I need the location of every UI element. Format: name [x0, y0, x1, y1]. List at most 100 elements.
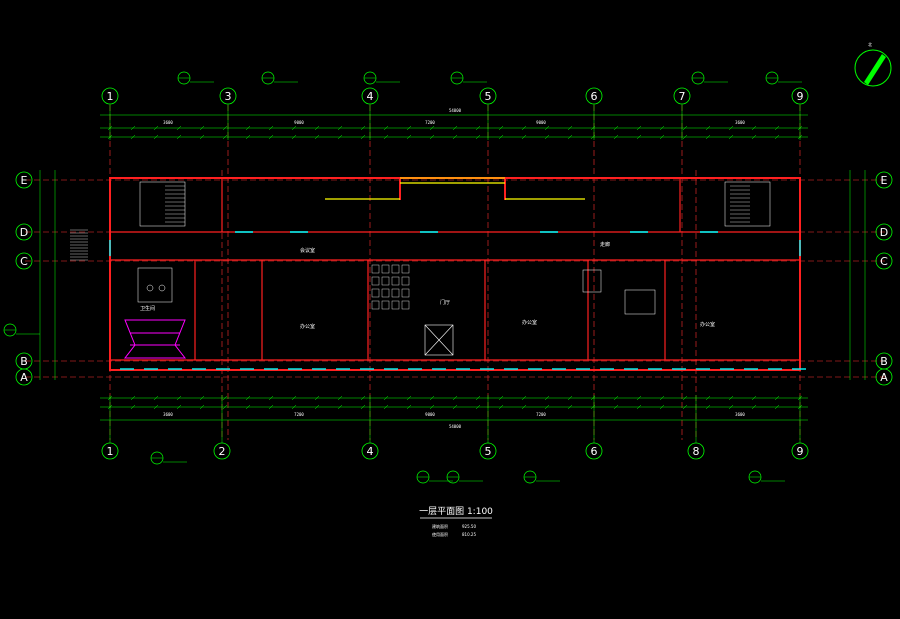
dim-tick — [774, 404, 780, 410]
seat — [401, 300, 410, 310]
seat — [381, 300, 390, 310]
axis-bottom-2-label: 2 — [219, 445, 226, 458]
room-label-6: 卫生间 — [140, 305, 155, 312]
legend-value-1: 925.50 — [462, 524, 476, 529]
top-seg-dim-4: 3600 — [735, 120, 745, 125]
dim-tick — [153, 125, 159, 131]
dim-tick — [176, 395, 182, 401]
dim-tick — [222, 395, 228, 401]
dim-tick — [498, 125, 504, 131]
dim-tick — [360, 404, 366, 410]
axis-bottom-5: 5 — [479, 442, 497, 460]
dim-tick — [590, 395, 596, 401]
seat — [371, 264, 380, 274]
axis-left-C-label: C — [20, 255, 28, 268]
axis-left-A-circle — [15, 368, 33, 386]
dim-tick — [452, 125, 458, 131]
axis-right-D-label: D — [880, 226, 888, 239]
axis-left-E-circle — [15, 171, 33, 189]
bottom-total-dim: 54000 — [449, 424, 462, 429]
axis-right-A-circle — [875, 368, 893, 386]
dim-tick — [521, 404, 527, 410]
axis-bottom-5-label: 5 — [485, 445, 492, 458]
dim-tick — [383, 125, 389, 131]
toilet-room-right-icon — [582, 269, 656, 315]
axis-right-C: C — [875, 252, 893, 270]
dim-tick — [291, 134, 297, 140]
dim-tick — [360, 125, 366, 131]
detail-callouts — [3, 71, 802, 484]
axis-right-E: E — [875, 171, 893, 189]
dimension-ticks — [107, 125, 803, 410]
seat — [401, 288, 410, 298]
dim-tick — [682, 404, 688, 410]
dim-tick — [337, 404, 343, 410]
dim-tick — [314, 125, 320, 131]
drawing-title: 一层平面图 1:100 — [419, 506, 493, 517]
dim-tick — [774, 134, 780, 140]
axis-bottom-9-circle — [791, 442, 809, 460]
dim-tick — [245, 134, 251, 140]
axis-left-E: E — [15, 171, 33, 189]
dim-tick — [360, 395, 366, 401]
axis-right-D-circle — [875, 223, 893, 241]
room-label-2: 会议室 — [300, 247, 315, 254]
bottom-seg-dim-0: 3600 — [163, 412, 173, 417]
dim-tick — [176, 404, 182, 410]
dim-tick — [130, 395, 136, 401]
dim-tick — [337, 134, 343, 140]
seat — [381, 264, 390, 274]
room-label-7: 走廊 — [600, 241, 610, 248]
axis-top-7-circle — [673, 87, 691, 105]
axis-top-3-circle — [219, 87, 237, 105]
dim-tick — [199, 404, 205, 410]
seat — [381, 288, 390, 298]
north-label: 北 — [868, 41, 872, 47]
dim-tick — [176, 125, 182, 131]
top-seg-dim-3: 9000 — [536, 120, 546, 125]
room-label-3: 门厅 — [440, 299, 450, 306]
dim-tick — [153, 395, 159, 401]
dim-tick — [590, 134, 596, 140]
axis-right-D: D — [875, 223, 893, 241]
dim-tick — [590, 125, 596, 131]
dim-tick — [728, 395, 734, 401]
room-label-5: 办公室 — [700, 321, 715, 328]
axis-top-9-circle — [791, 87, 809, 105]
dimension-lines — [39, 114, 866, 421]
axis-right-A: A — [875, 368, 893, 386]
axis-bottom-8-circle — [687, 442, 705, 460]
restroom-fixtures — [123, 319, 187, 359]
dim-tick — [544, 404, 550, 410]
dim-tick — [475, 395, 481, 401]
dim-tick — [728, 125, 734, 131]
dim-tick — [567, 395, 573, 401]
seat — [371, 288, 380, 298]
stair-left-treads — [165, 185, 185, 223]
dim-tick — [498, 404, 504, 410]
axis-left-A-label: A — [20, 371, 28, 384]
axis-bubbles-right: E DC BA — [875, 171, 893, 386]
dim-tick — [636, 134, 642, 140]
axis-top-6: 6 — [585, 87, 603, 105]
axis-left-D: D — [15, 223, 33, 241]
dim-tick — [751, 404, 757, 410]
dim-tick — [475, 125, 481, 131]
dim-tick — [429, 125, 435, 131]
seat — [401, 276, 410, 286]
axis-top-1: 1 — [101, 87, 119, 105]
axis-bottom-6-circle — [585, 442, 603, 460]
seat — [401, 264, 410, 274]
dim-tick — [429, 395, 435, 401]
room-label-4: 办公室 — [522, 319, 537, 326]
axis-bottom-1-circle — [101, 442, 119, 460]
dim-tick — [268, 134, 274, 140]
dim-tick — [406, 125, 412, 131]
axis-bottom-9: 9 — [791, 442, 809, 460]
axis-bottom-4-circle — [361, 442, 379, 460]
axis-right-B-label: B — [880, 355, 888, 368]
axis-top-5-circle — [479, 87, 497, 105]
axis-top-3-label: 3 — [225, 90, 232, 103]
